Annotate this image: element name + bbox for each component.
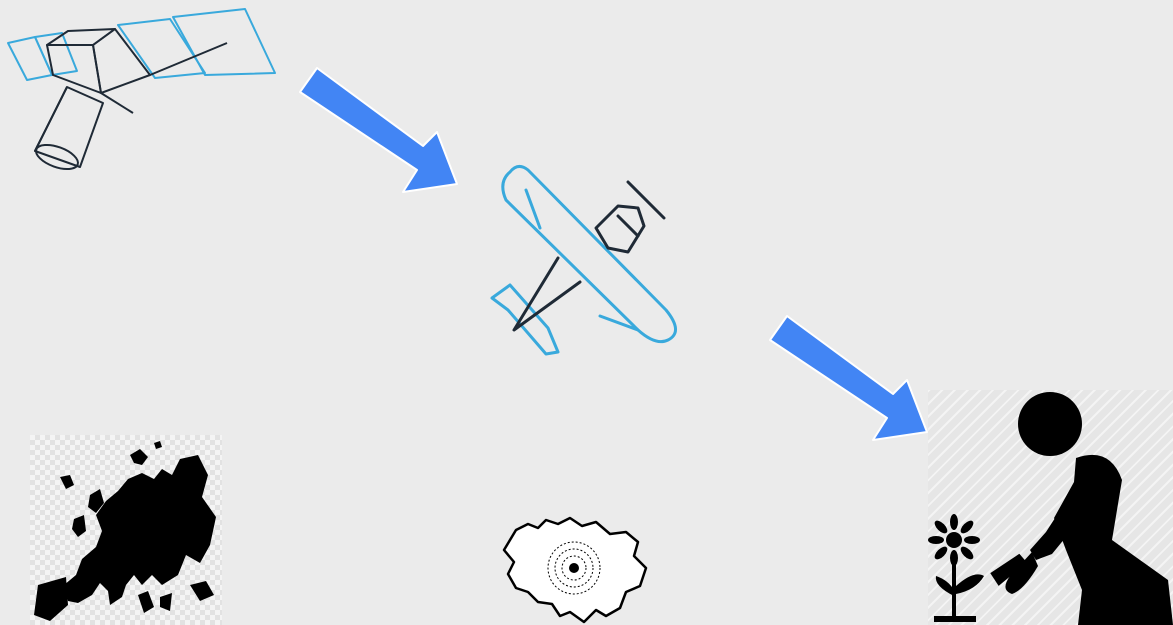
local-map-icon <box>498 512 650 625</box>
europe-map-icon <box>30 435 222 625</box>
satellite-icon <box>5 5 280 177</box>
airplane-icon <box>488 160 678 360</box>
flow-arrow-airplane-to-gardener <box>765 308 935 448</box>
gardener-icon <box>928 390 1173 625</box>
flow-arrow-satellite-to-airplane <box>295 60 465 200</box>
